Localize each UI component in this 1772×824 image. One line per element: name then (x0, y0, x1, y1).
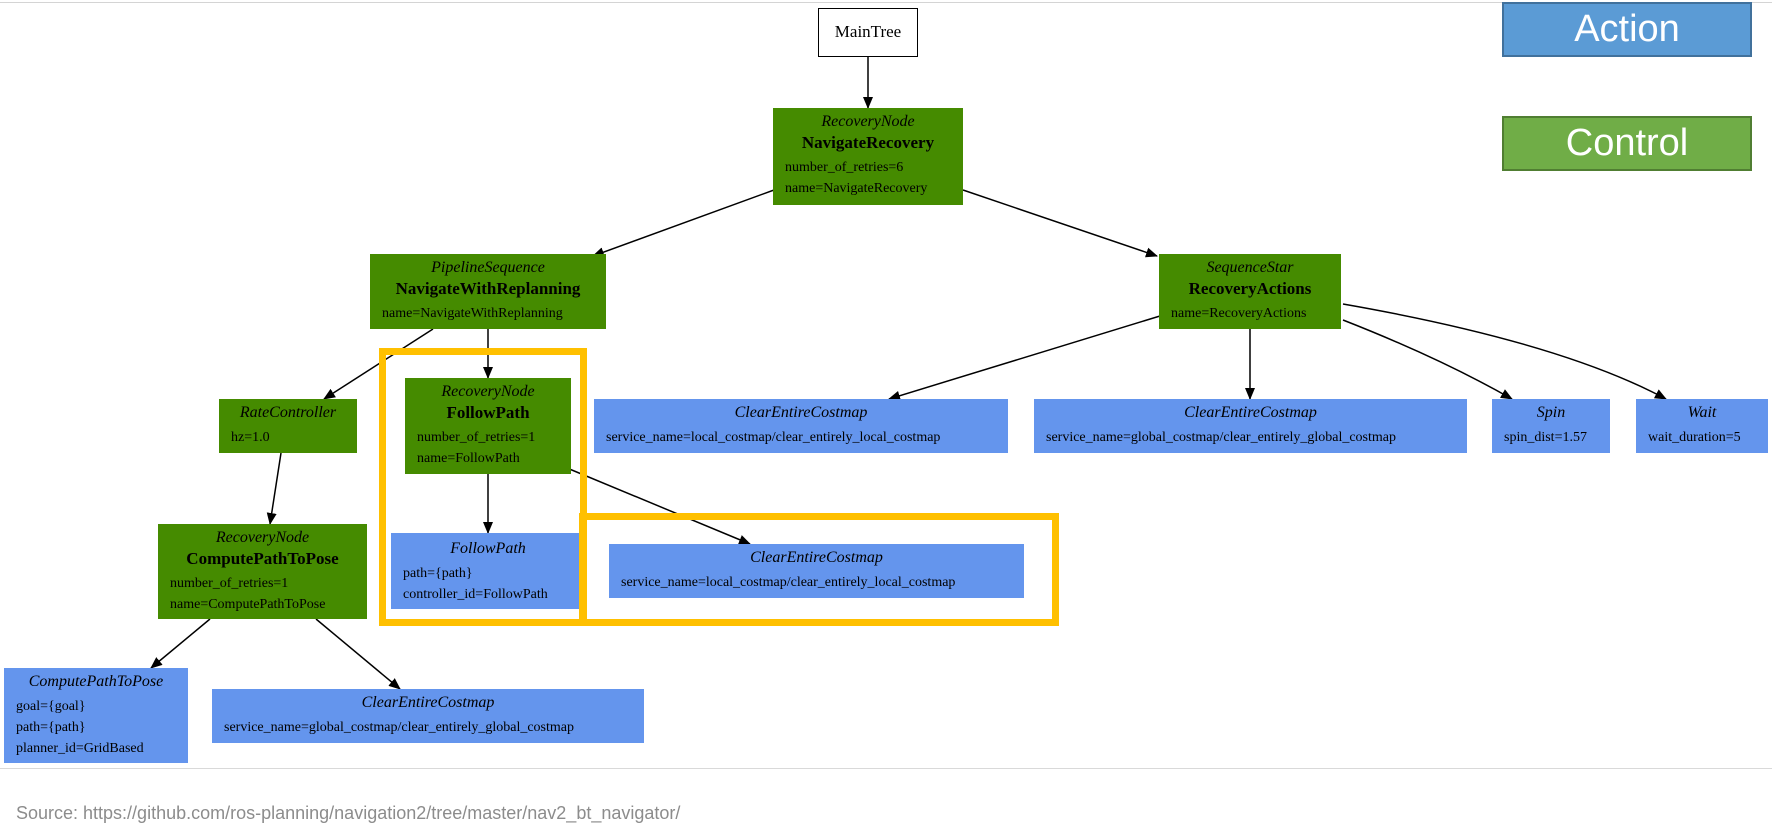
node-type: RecoveryNode (215, 529, 310, 546)
edge-navigate-recovery-to-navigate-with-replanning (592, 189, 775, 257)
node-param: name=FollowPath (417, 451, 520, 466)
node-name: NavigateRecovery (801, 133, 935, 152)
legend-action: Action (1502, 2, 1752, 57)
node-param: hz=1.0 (231, 430, 270, 445)
node-param: wait_duration=5 (1648, 430, 1741, 445)
navigate-recovery-node: RecoveryNode NavigateRecovery number_of_… (773, 108, 963, 205)
node-type: ClearEntireCostmap (361, 694, 495, 711)
edge-compute-recovery-to-clear-global (315, 618, 401, 690)
node-name: FollowPath (446, 403, 530, 422)
node-type: ClearEntireCostmap (1184, 404, 1317, 421)
node-param: planner_id=GridBased (16, 741, 144, 756)
main-tree-label: MainTree (834, 22, 902, 41)
spin-node: Spin spin_dist=1.57 (1492, 399, 1610, 453)
node-type: RecoveryNode (821, 113, 915, 130)
compute-path-action-node: ComputePathToPose goal={goal} path={path… (4, 668, 188, 763)
node-type: SequenceStar (1206, 259, 1294, 276)
node-param: number_of_retries=1 (170, 576, 289, 591)
source-caption: Source: https://github.com/ros-planning/… (16, 803, 681, 823)
node-type: ClearEntireCostmap (734, 404, 868, 421)
node-param: service_name=global_costmap/clear_entire… (1046, 430, 1396, 445)
bottom-divider (0, 768, 1772, 769)
node-type: Spin (1536, 404, 1566, 421)
node-name: RecoveryActions (1188, 279, 1312, 298)
node-type: RecoveryNode (441, 383, 535, 400)
node-type: Wait (1687, 404, 1717, 421)
top-divider (0, 2, 1772, 3)
edge-rate-controller-to-compute-recovery (266, 452, 282, 525)
node-name: ComputePathToPose (186, 549, 339, 568)
clear-global-costmap-recovery-node: ClearEntireCostmap service_name=global_c… (1034, 399, 1467, 453)
compute-path-recovery-node: RecoveryNode ComputePathToPose number_of… (158, 524, 367, 619)
edge-compute-recovery-to-compute-path (150, 618, 211, 669)
node-param: path={path} (16, 720, 86, 735)
node-param: spin_dist=1.57 (1504, 430, 1587, 445)
edge-navigate-recovery-to-recovery-actions (962, 189, 1158, 258)
node-type: FollowPath (450, 540, 526, 557)
node-param: name=NavigateRecovery (785, 181, 928, 196)
node-param: name=RecoveryActions (1171, 306, 1307, 321)
wait-node: Wait wait_duration=5 (1636, 399, 1768, 453)
legend-action-label: Action (1574, 8, 1680, 50)
navigate-with-replanning-node: PipelineSequence NavigateWithReplanning … (370, 254, 606, 329)
recovery-actions-node: SequenceStar RecoveryActions name=Recove… (1159, 254, 1341, 329)
node-param: service_name=local_costmap/clear_entirel… (621, 575, 956, 590)
node-type: ComputePathToPose (28, 673, 164, 690)
node-param: number_of_retries=1 (417, 430, 536, 445)
node-param: service_name=global_costmap/clear_entire… (224, 720, 574, 735)
main-tree-node: MainTree (818, 8, 918, 57)
node-param: service_name=local_costmap/clear_entirel… (606, 430, 941, 445)
clear-local-costmap-recovery-node: ClearEntireCostmap service_name=local_co… (594, 399, 1008, 453)
highlight-box-clear-costmap (579, 513, 1059, 626)
rate-controller-node: RateController hz=1.0 (219, 399, 357, 453)
node-param: name=NavigateWithReplanning (382, 306, 563, 321)
edge-recovery-actions-to-wait (1342, 303, 1667, 400)
edge-navigate-with-replanning-to-rate-controller (323, 328, 434, 400)
node-param: controller_id=FollowPath (403, 587, 548, 602)
highlight-box-followpath (379, 348, 587, 626)
followpath-recovery-node: RecoveryNode FollowPath number_of_retrie… (405, 378, 571, 474)
node-type: ClearEntireCostmap (750, 549, 883, 566)
edge-recovery-actions-to-spin (1342, 319, 1513, 400)
node-name: NavigateWithReplanning (395, 279, 581, 298)
node-param: number_of_retries=6 (785, 160, 904, 175)
legend-control: Control (1502, 116, 1752, 171)
node-param: goal={goal} (16, 699, 86, 714)
node-type: RateController (239, 404, 337, 421)
follow-path-action-node: FollowPath path={path} controller_id=Fol… (391, 533, 585, 609)
node-param: name=ComputePathToPose (170, 597, 326, 612)
clear-global-costmap-compute-node: ClearEntireCostmap service_name=global_c… (212, 689, 644, 743)
legend-control-label: Control (1565, 122, 1689, 164)
node-param: path={path} (403, 566, 473, 581)
clear-local-costmap-followpath-node: ClearEntireCostmap service_name=local_co… (609, 544, 1024, 598)
node-type: PipelineSequence (431, 259, 545, 276)
edge-followpath-recovery-to-clear-local (566, 467, 751, 545)
edge-recovery-actions-to-clear-local (888, 315, 1161, 401)
